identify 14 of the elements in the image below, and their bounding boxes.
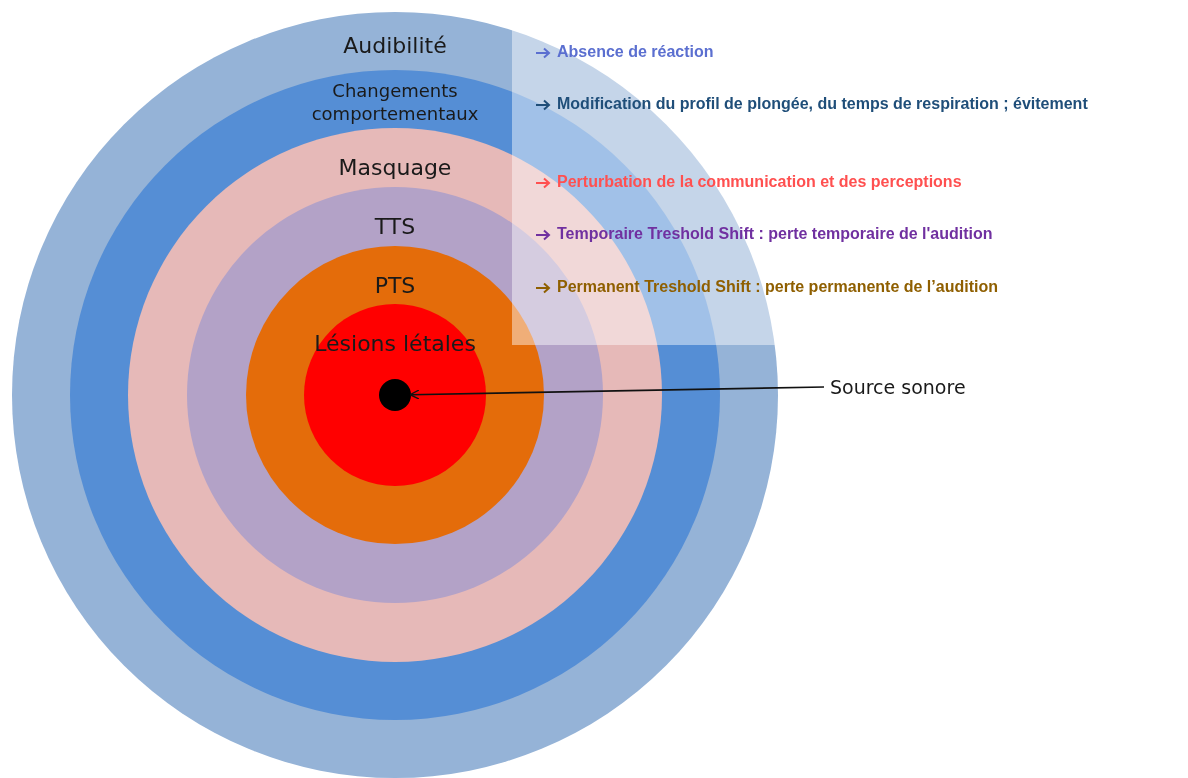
zone-label: Changements comportementaux (310, 80, 480, 125)
effect-text: Temporaire Treshold Shift : perte temporaire de l'audition (557, 225, 993, 243)
zone-label: Audibilité (343, 32, 447, 60)
zone-label: PTS (374, 272, 416, 300)
arrow (409, 386, 825, 400)
effect-text: Modification du profil de plongée, du temps de respiration ; évitement (557, 95, 1088, 113)
sound-source-dot (379, 379, 411, 411)
effect-text: Absence de réaction (557, 43, 714, 61)
zone-label: Masquage (338, 154, 452, 182)
effect-text: Perturbation de la communication et des perceptions (557, 173, 962, 191)
zone-label: Lésions létales (314, 330, 476, 358)
callout-text: Source sonore (830, 376, 966, 398)
zone-label: TTS (374, 213, 416, 241)
effect-text: Permanent Treshold Shift : perte permanente de l’audition (557, 278, 998, 296)
